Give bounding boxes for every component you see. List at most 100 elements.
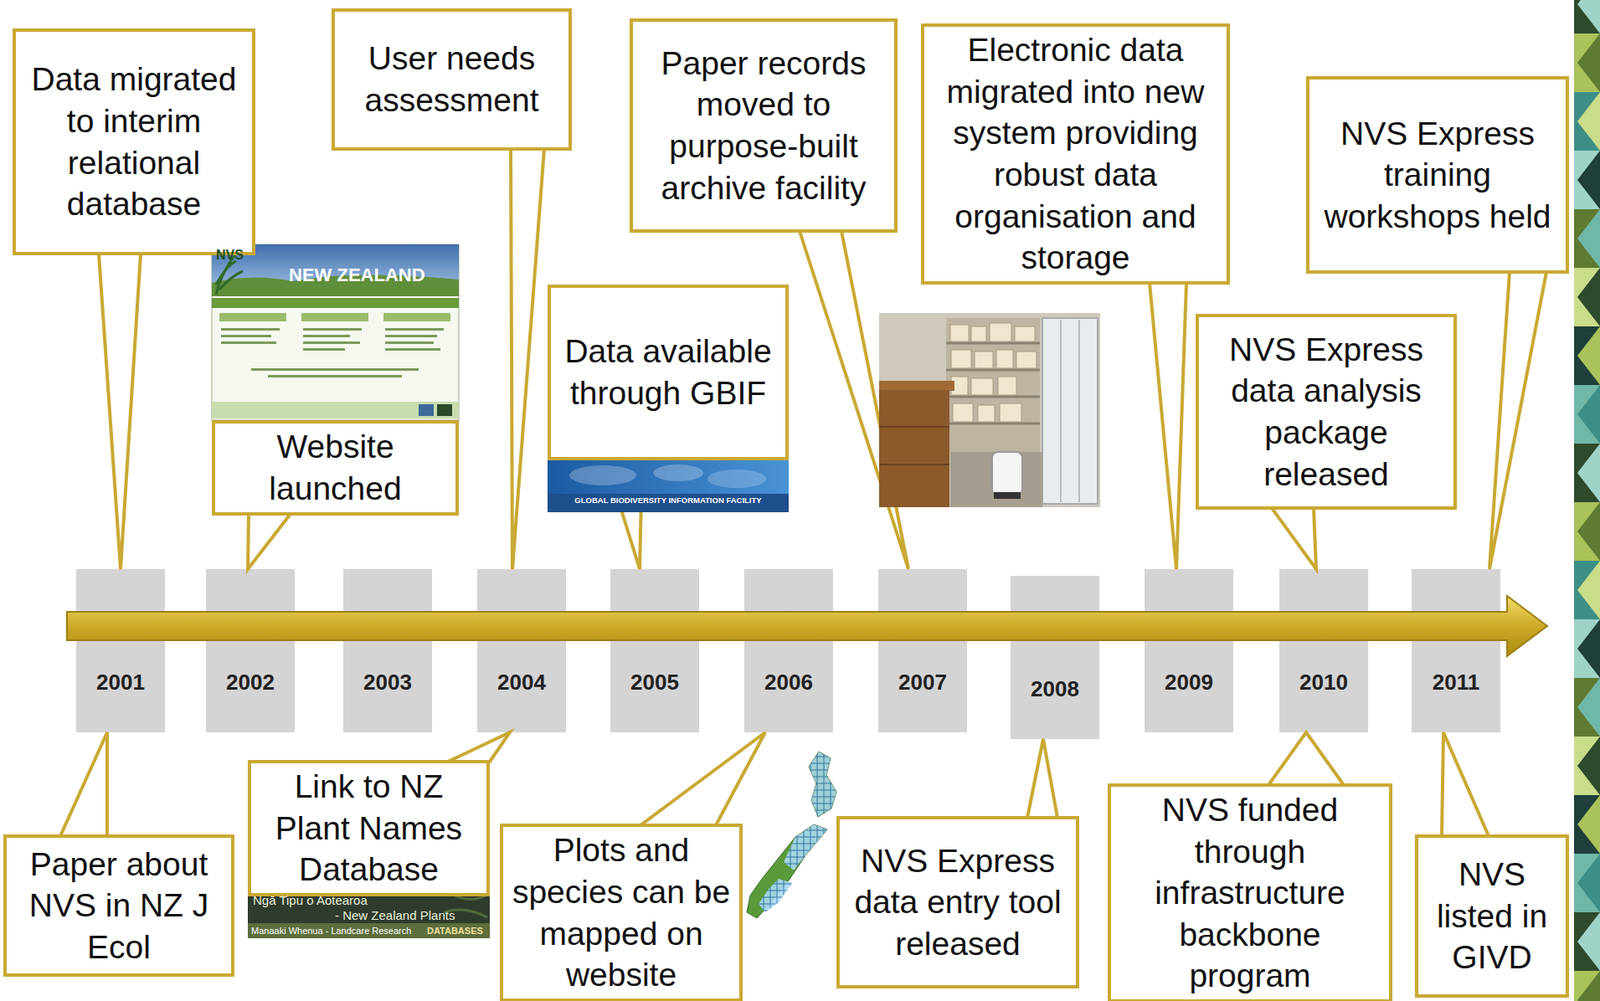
callout-box: Data migrated to interim relational data… xyxy=(12,28,256,256)
strip-band xyxy=(1574,0,1600,34)
callout-text: Plots and species can be mapped on websi… xyxy=(509,829,733,996)
strip-chevron xyxy=(1577,678,1600,737)
strip-chevron xyxy=(1577,560,1600,620)
plant-names-banner xyxy=(247,892,490,939)
callout-text: Paper about NVS in NZ J Ecol xyxy=(13,843,225,969)
year-box: 2001 xyxy=(76,569,165,733)
year-box: 2007 xyxy=(878,569,968,733)
year-shape xyxy=(1010,576,1100,740)
callout-box: NVS Express data entry tool released xyxy=(836,816,1080,989)
strip-band xyxy=(1574,560,1600,620)
callout-text: NVS funded through infrastructure backbo… xyxy=(1117,789,1383,998)
callout-text: NVS Express training workshops held xyxy=(1316,113,1559,238)
strip-band xyxy=(1574,619,1600,679)
year-shape xyxy=(76,569,165,733)
strip-chevron xyxy=(1577,33,1600,93)
callout-tail xyxy=(1489,272,1547,570)
image-caption: Manaaki Whenua - Landcare Research xyxy=(251,926,412,937)
callout-tail xyxy=(1027,739,1058,819)
callout-text: User needs assessment xyxy=(341,37,562,121)
year-box: 2004 xyxy=(477,569,566,733)
image-caption: DATABASES xyxy=(427,926,484,937)
callout-text: Paper records moved to purpose-built arc… xyxy=(639,42,888,209)
website-screenshot xyxy=(211,244,459,421)
callout-tail xyxy=(640,732,766,826)
callout-tail xyxy=(98,253,141,570)
year-label: 2010 xyxy=(1299,669,1348,695)
strip-band xyxy=(1574,33,1600,93)
strip-band xyxy=(1574,971,1600,1001)
callout-box: Link to NZ Plant Names Database xyxy=(247,760,490,897)
strip-chevron xyxy=(1577,502,1600,561)
strip-chevron xyxy=(1577,267,1600,327)
strip-band xyxy=(1574,267,1600,327)
image-caption: - New Zealand Plants xyxy=(334,908,455,923)
callout-tail xyxy=(1149,282,1187,570)
year-box: 2009 xyxy=(1144,569,1234,733)
strip-chevron xyxy=(1577,912,1600,972)
arrow-shaft xyxy=(66,596,1548,657)
year-shape xyxy=(1144,569,1234,733)
callout-text: Website launched xyxy=(221,426,449,510)
year-box: 2011 xyxy=(1411,569,1501,733)
year-shape xyxy=(343,569,433,733)
callout-box: User needs assessment xyxy=(331,8,572,151)
callout-text: Link to NZ Plant Names Database xyxy=(257,766,480,891)
strip-band xyxy=(1574,326,1600,386)
strip-ground xyxy=(1574,0,1600,1001)
strip-band xyxy=(1574,443,1600,503)
image-caption: Ngā Tipu o Aotearoa xyxy=(252,893,368,908)
callout-tail xyxy=(447,732,510,762)
callout-text: Data available through GBIF xyxy=(557,330,779,414)
strip-band xyxy=(1574,150,1600,210)
strip-band xyxy=(1574,385,1600,444)
callout-box: Plots and species can be mapped on websi… xyxy=(499,823,743,1001)
year-label: 2001 xyxy=(96,669,145,695)
year-label: 2004 xyxy=(497,669,546,695)
year-shape xyxy=(878,569,968,733)
callout-tail xyxy=(510,149,545,570)
strip-band xyxy=(1574,209,1600,268)
callout-box: NVS funded through infrastructure backbo… xyxy=(1107,783,1393,1001)
strip-band xyxy=(1574,912,1600,972)
strip-chevron xyxy=(1577,619,1600,679)
year-shape xyxy=(1411,569,1501,733)
image-caption: NEW ZEALAND xyxy=(288,264,426,286)
year-label: 2003 xyxy=(363,669,412,695)
year-label: 2011 xyxy=(1432,669,1480,695)
archive-photo xyxy=(879,313,1101,508)
strip-band xyxy=(1574,795,1600,855)
year-box: 2008 xyxy=(1010,576,1100,740)
year-box: 2002 xyxy=(205,569,295,733)
strip-band xyxy=(1574,502,1600,561)
callout-tail xyxy=(1441,732,1489,837)
callout-box: Paper records moved to purpose-built arc… xyxy=(629,18,898,233)
strip-chevron xyxy=(1577,854,1600,913)
strip-chevron xyxy=(1577,736,1600,796)
callout-tail xyxy=(1268,732,1344,786)
callout-box: Website launched xyxy=(211,420,459,516)
strip-chevron xyxy=(1577,443,1600,503)
strip-band xyxy=(1574,92,1600,151)
strip-chevron xyxy=(1577,209,1600,268)
callout-text: Electronic data migrated into new system… xyxy=(931,29,1220,278)
callout-tail xyxy=(799,231,909,570)
strip-chevron xyxy=(1577,326,1600,386)
strip-chevron xyxy=(1577,971,1600,1001)
strip-band xyxy=(1574,854,1600,913)
image-caption: GLOBAL BIODIVERSITY INFORMATION FACILITY xyxy=(547,496,789,506)
year-shape xyxy=(610,569,700,733)
year-box: 2003 xyxy=(343,569,433,733)
callout-box: NVS Express data analysis package releas… xyxy=(1195,313,1457,510)
callout-tail xyxy=(605,458,643,570)
year-label: 2006 xyxy=(764,669,813,695)
callout-tail xyxy=(1271,508,1317,570)
strip-chevron xyxy=(1577,92,1600,151)
year-box: 2006 xyxy=(744,569,834,733)
year-shape xyxy=(477,569,566,733)
strip-chevron xyxy=(1577,0,1600,34)
year-shape xyxy=(1279,569,1369,733)
strip-chevron xyxy=(1577,385,1600,444)
image-caption: NVS xyxy=(216,247,244,263)
year-label: 2009 xyxy=(1164,669,1214,695)
